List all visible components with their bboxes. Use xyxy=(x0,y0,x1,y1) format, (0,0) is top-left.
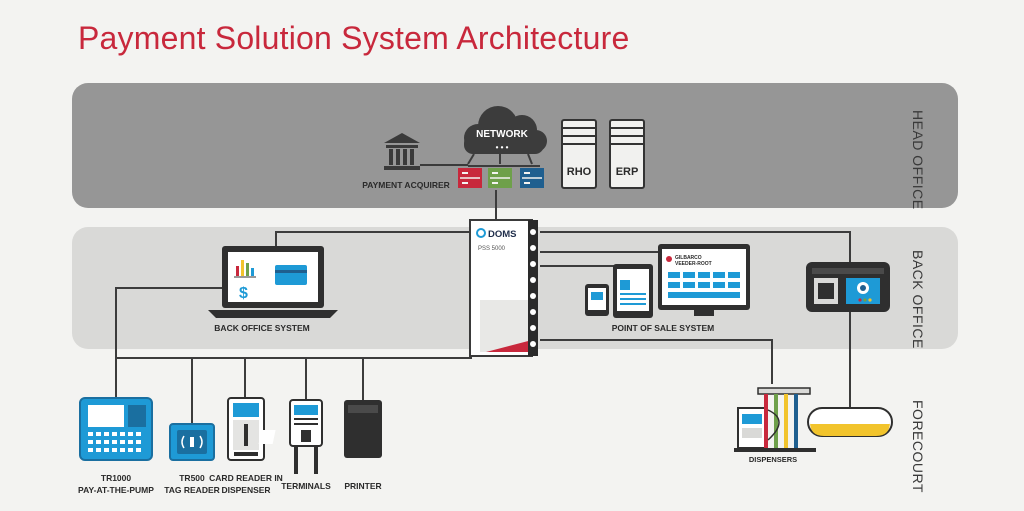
doms-logo-icon xyxy=(476,228,486,238)
tr1000-label-line1: TR1000 xyxy=(101,473,132,483)
terminals-label: TERMINALS xyxy=(281,481,331,491)
erp-label: ERP xyxy=(616,166,639,178)
pos-brand-label-line2: VEEDER-ROOT xyxy=(675,261,712,267)
connection-lines xyxy=(115,165,851,424)
payment-acquirer-label: PAYMENT ACQUIRER xyxy=(362,180,450,190)
server-green-icon xyxy=(488,168,512,188)
pos-tablet-icon xyxy=(613,264,653,318)
fuel-dispenser-icon xyxy=(734,387,816,452)
tank-gauge-console-icon xyxy=(806,262,890,312)
cloud-link-right xyxy=(527,153,533,165)
pos-system-label: POINT OF SALE SYSTEM xyxy=(612,323,714,333)
back-office-system-label: BACK OFFICE SYSTEM xyxy=(214,323,309,333)
dispensers-label: DISPENSERS xyxy=(749,455,797,464)
fuel-tank-icon xyxy=(807,407,893,437)
pos-monitor-icon xyxy=(658,244,750,316)
zone-label-head-office: HEAD OFFICE xyxy=(910,110,926,210)
cloud-icon xyxy=(464,106,547,154)
printer-icon xyxy=(258,400,382,458)
tr500-label-line2: TAG READER xyxy=(164,485,220,495)
rho-label: RHO xyxy=(567,166,592,178)
card-reader-label-line1: CARD READER IN xyxy=(209,473,283,483)
network-dots: • • • xyxy=(496,143,509,152)
card-reader-label-line2: DISPENSER xyxy=(221,485,270,495)
doms-controller xyxy=(469,219,538,357)
tr500-tag-reader-icon xyxy=(169,423,215,461)
tr500-label-line1: TR500 xyxy=(179,473,205,483)
dollar-sign-icon: $ xyxy=(239,285,248,302)
printer-label: PRINTER xyxy=(344,481,381,491)
pos-brand-label-line1: GILBARCO xyxy=(675,255,702,261)
laptop-icon xyxy=(208,246,338,318)
cloud-link-left xyxy=(467,153,475,165)
zone-label-forecourt: FORECOURT xyxy=(910,400,926,493)
doms-brand-label: DOMS xyxy=(488,229,517,240)
card-reader-icon xyxy=(227,397,265,461)
pos-phone-icon xyxy=(585,284,609,316)
server-tower-rho-icon xyxy=(561,119,597,189)
network-label: NETWORK xyxy=(476,129,528,140)
terminal-icon xyxy=(289,399,323,474)
tr1000-terminal-icon xyxy=(79,397,153,461)
bank-icon xyxy=(384,133,468,170)
server-tower-erp-icon xyxy=(609,119,645,189)
tr1000-label-line2: PAY-AT-THE-PUMP xyxy=(78,485,154,495)
doms-model-label: PSS 5000 xyxy=(478,246,506,252)
zone-label-back-office: BACK OFFICE xyxy=(910,250,926,349)
server-red-icon xyxy=(458,168,482,188)
page-title: Payment Solution System Architecture xyxy=(78,20,630,56)
server-blue-icon xyxy=(520,168,544,188)
